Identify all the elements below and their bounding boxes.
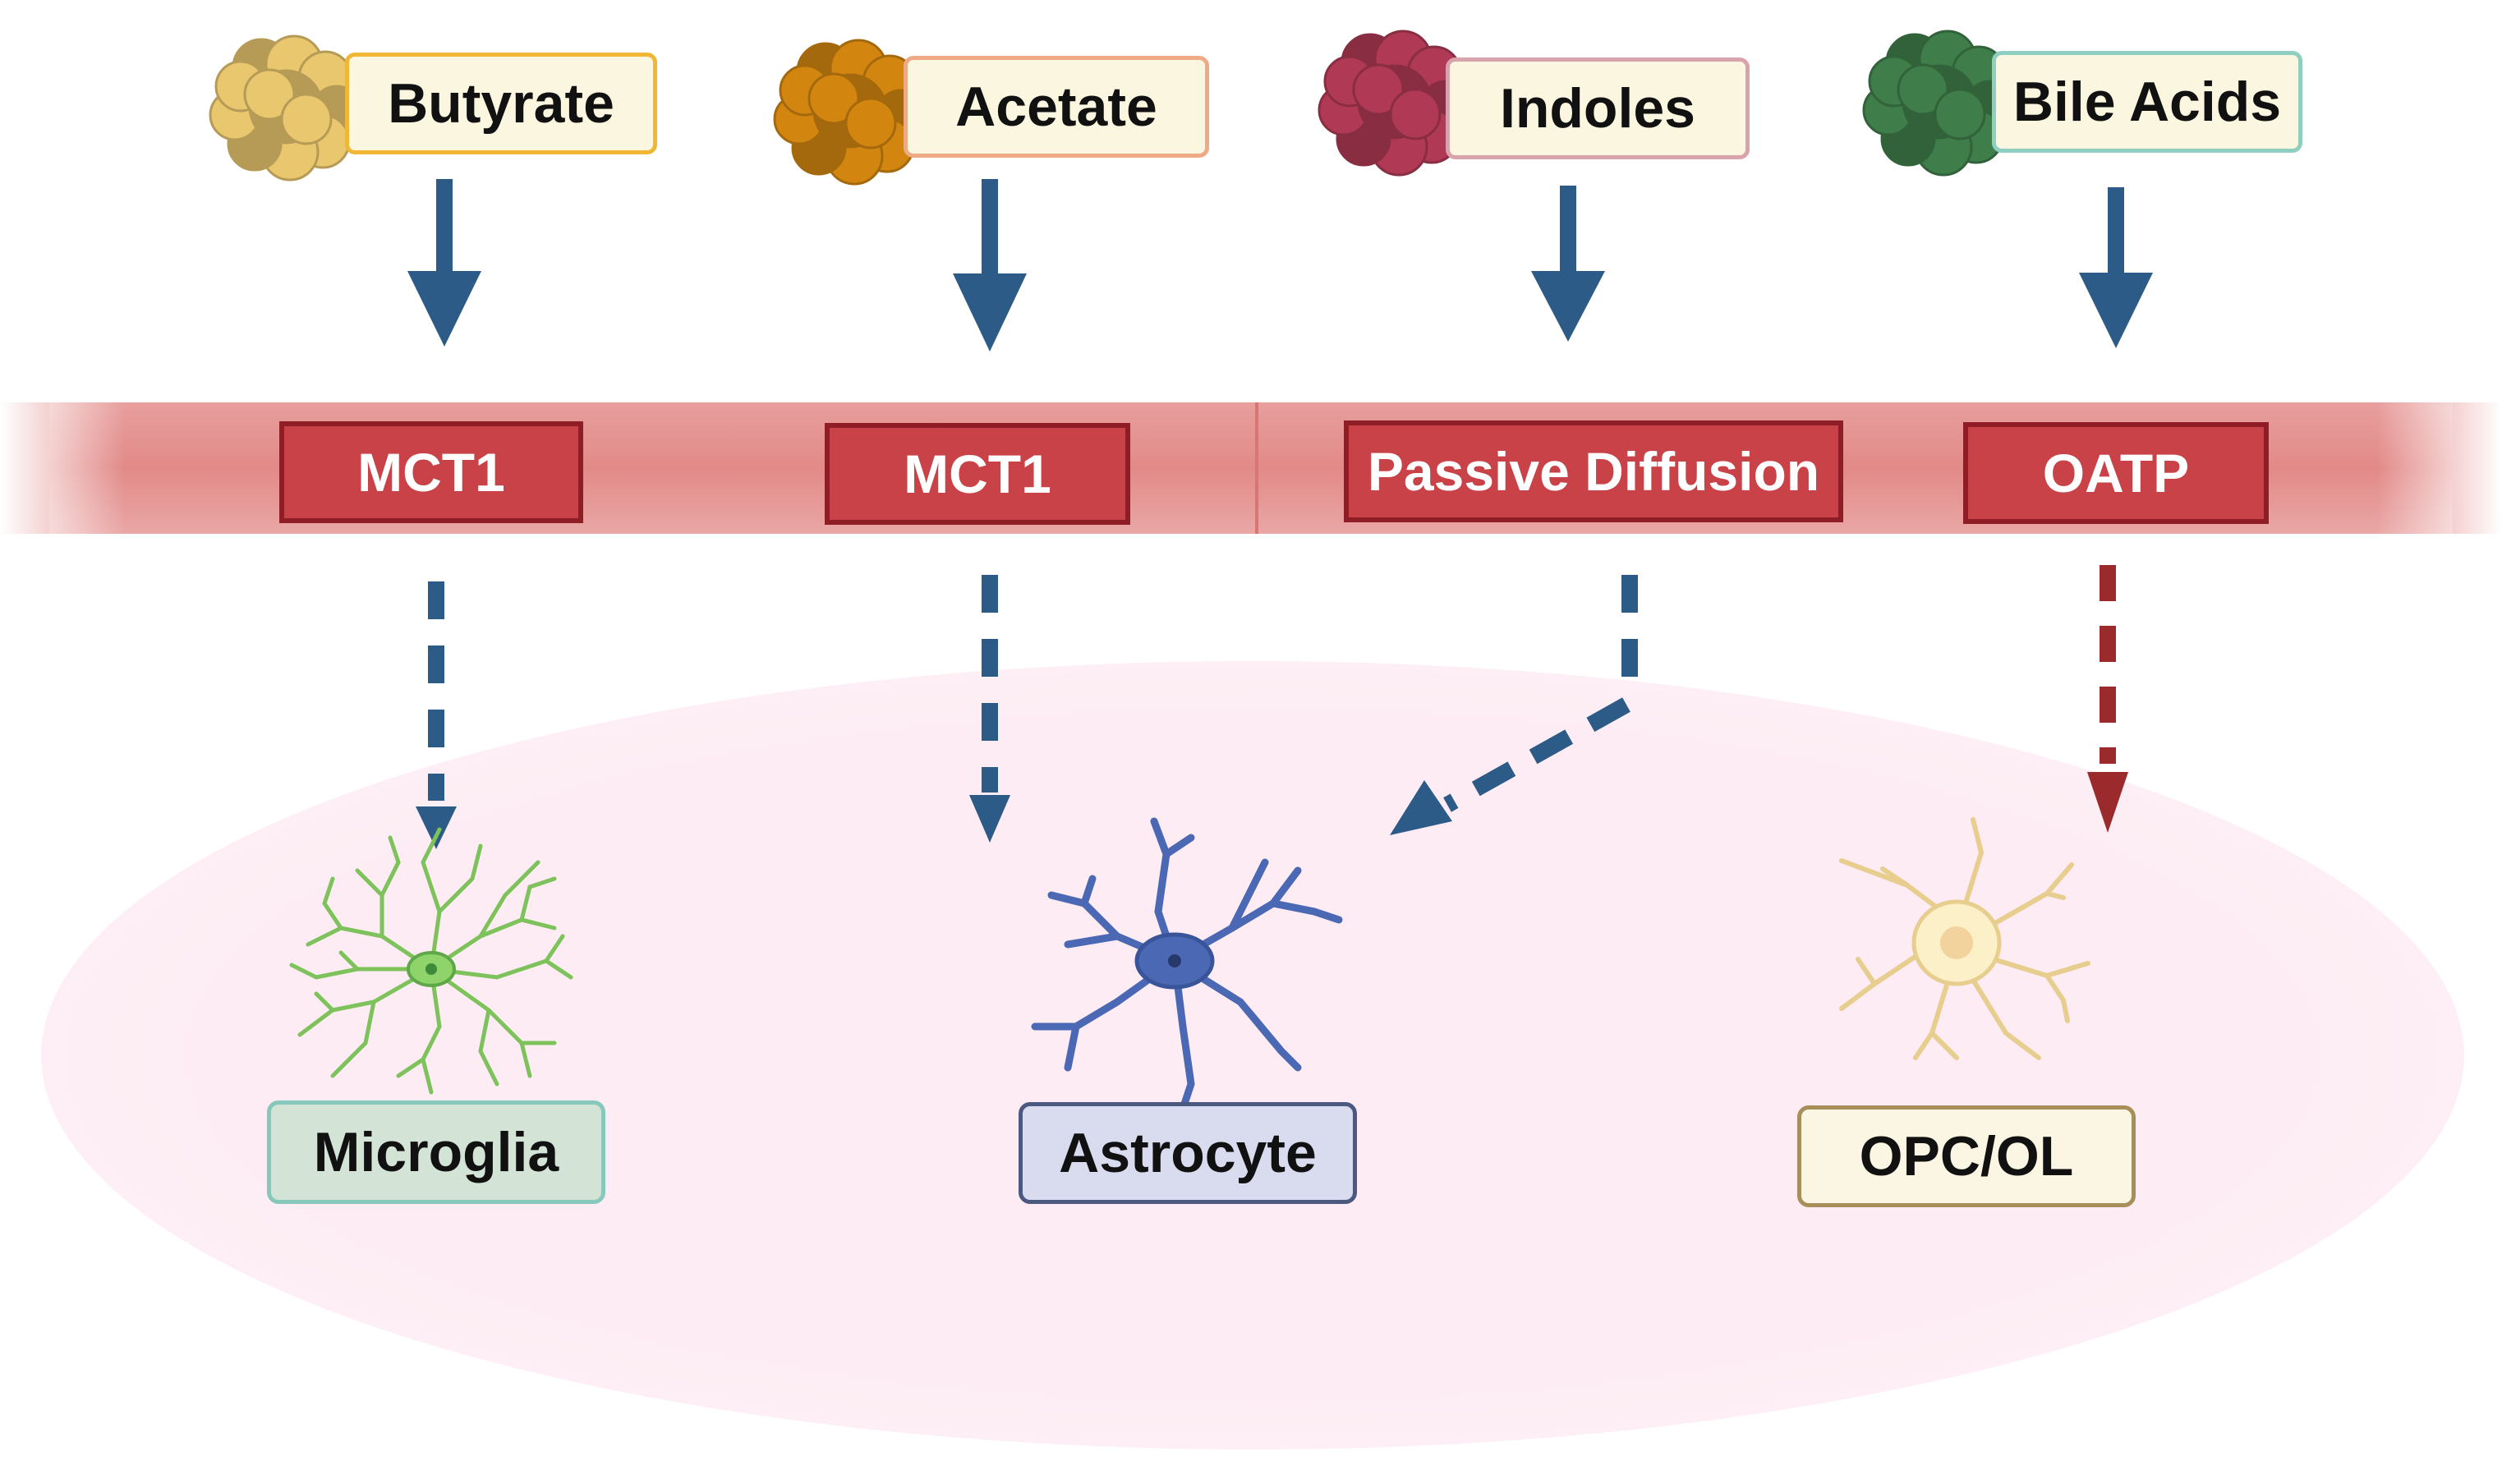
metabolite-label-butyrate: Butyrate [345, 53, 657, 154]
butyrate-cluster-icon [209, 34, 363, 181]
arrow-indoles-to-passive-diffusion [1531, 186, 1605, 342]
dashed-arrow-to-astrocyte [969, 575, 1010, 843]
transporter-label-mct1-right: MCT1 [825, 423, 1130, 525]
arrow-bile-acids-to-oatp [2079, 187, 2153, 348]
transporter-label-mct1-left: MCT1 [279, 421, 583, 523]
cell-label-microglia: Microglia [267, 1100, 605, 1204]
bile-acids-cluster-icon [1862, 30, 2017, 177]
cluster-bump [1897, 63, 1949, 116]
cell-label-opc-ol: OPC/OL [1797, 1105, 2136, 1207]
dashed-arrow-to-opc-ol [2087, 565, 2128, 833]
cluster-bump [1352, 63, 1405, 116]
oligodendrocyte-icon [1839, 817, 2090, 1060]
metabolite-label-acetate: Acetate [904, 56, 1209, 158]
metabolite-label-indoles: Indoles [1446, 57, 1750, 159]
brain-region [41, 661, 2464, 1450]
microglia-icon [289, 827, 573, 1095]
acetate-cluster-icon [773, 39, 927, 186]
cell-label-astrocyte: Astrocyte [1019, 1102, 1357, 1204]
metabolite-label-bile-acids: Bile Acids [1992, 51, 2302, 153]
dashed-arrow-diffusion-to-astrocyte [1390, 575, 1638, 835]
dashed-arrow-to-microglia [416, 581, 457, 849]
transporter-label-passive-diffusion: Passive Diffusion [1344, 420, 1843, 522]
cluster-bump [807, 72, 860, 125]
cluster-bump [844, 97, 897, 149]
transporter-label-oatp: OATP [1963, 422, 2269, 524]
arrow-acetate-to-mct1 [953, 179, 1027, 351]
cluster-bump [243, 68, 296, 121]
astrocyte-icon [1031, 817, 1343, 1113]
cluster-bump [280, 93, 333, 145]
cluster-bump [1934, 88, 1986, 140]
arrow-butyrate-to-mct1 [407, 179, 481, 347]
cluster-bump [1389, 88, 1442, 140]
